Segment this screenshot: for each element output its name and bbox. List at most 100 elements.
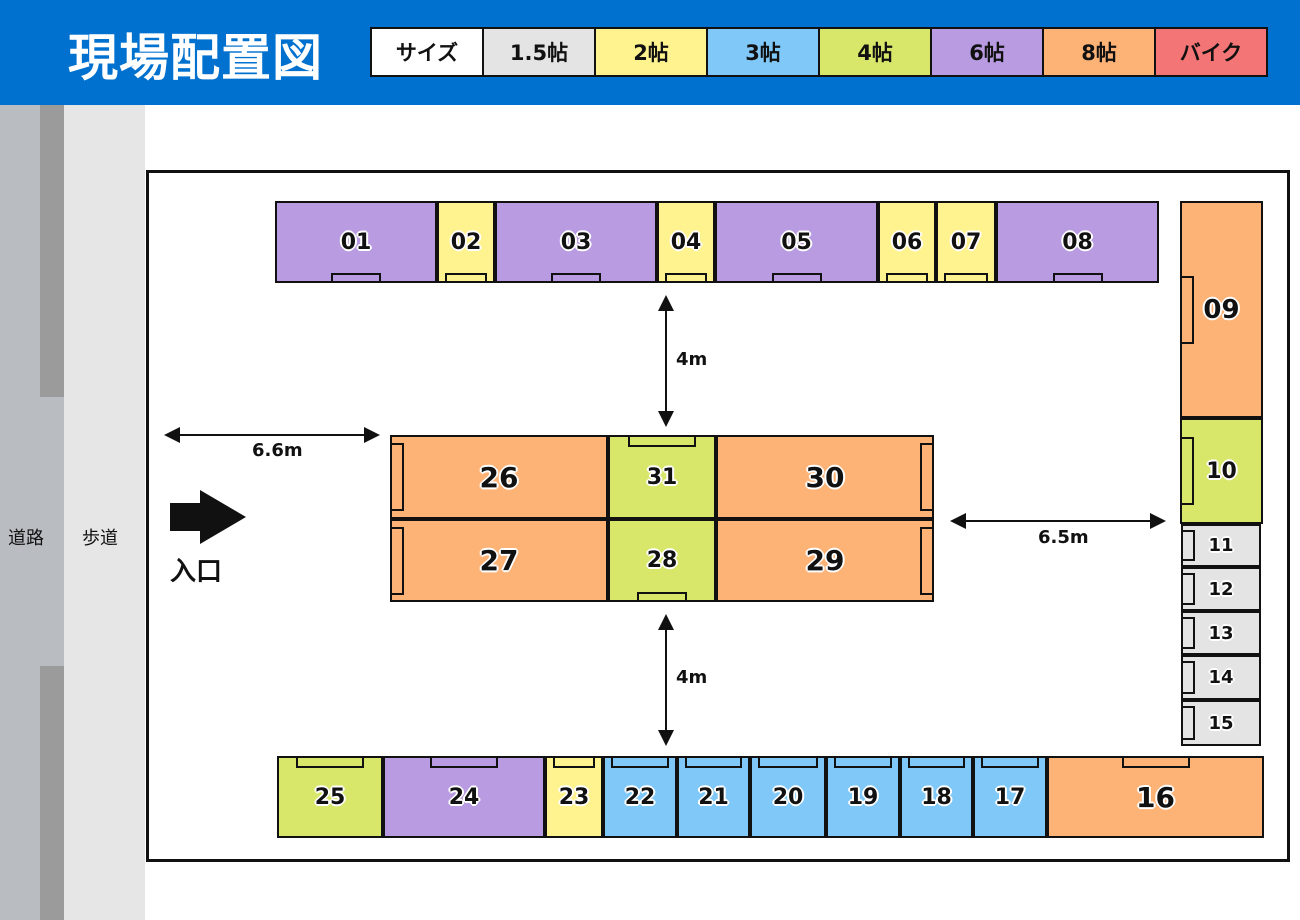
unit-number: 15: [1208, 712, 1234, 734]
unit-number: 14: [1208, 667, 1234, 688]
door-marker: [886, 273, 928, 283]
unit-number: 06: [891, 229, 923, 255]
unit-number: 16: [1136, 780, 1175, 814]
unit-number: 08: [1062, 229, 1093, 255]
unit-06[interactable]: 06: [878, 201, 936, 283]
unit-number: 13: [1208, 622, 1234, 644]
legend-item: 1.5帖: [484, 29, 596, 75]
unit-number: 20: [772, 784, 804, 810]
sidewalk: [64, 105, 145, 920]
entrance-label: 入口: [170, 557, 223, 587]
curb: [40, 666, 64, 920]
unit-14[interactable]: 14: [1181, 655, 1261, 700]
unit-25[interactable]: 25: [277, 756, 383, 838]
door-marker: [1181, 706, 1195, 740]
door-marker: [331, 273, 381, 283]
unit-07[interactable]: 07: [936, 201, 996, 283]
door-marker: [981, 756, 1039, 768]
door-marker: [771, 273, 822, 283]
door-marker: [390, 443, 404, 511]
unit-number: 23: [558, 784, 590, 810]
unit-19[interactable]: 19: [826, 756, 900, 838]
unit-number: 22: [624, 784, 656, 810]
legend-item: サイズ: [372, 29, 484, 75]
door-marker: [1181, 661, 1195, 694]
unit-number: 09: [1203, 294, 1240, 325]
unit-number: 07: [950, 229, 982, 255]
door-marker: [1181, 617, 1195, 649]
unit-number: 18: [921, 784, 952, 810]
unit-05[interactable]: 05: [715, 201, 878, 283]
door-marker: [445, 273, 487, 283]
unit-number: 27: [479, 544, 519, 577]
legend-item: バイク: [1156, 29, 1266, 75]
unit-03[interactable]: 03: [495, 201, 657, 283]
door-marker: [685, 756, 742, 768]
door-marker: [611, 756, 669, 768]
unit-number: 04: [670, 229, 702, 255]
door-marker: [1180, 275, 1194, 344]
bottom-gap-label: 4m: [676, 667, 708, 688]
unit-number: 26: [479, 460, 519, 494]
unit-02[interactable]: 02: [437, 201, 495, 283]
door-marker: [920, 443, 934, 511]
unit-10[interactable]: 10: [1180, 418, 1263, 524]
door-marker: [390, 526, 404, 595]
unit-number: 21: [698, 784, 729, 810]
unit-number: 28: [646, 548, 678, 573]
door-marker: [1052, 273, 1103, 283]
unit-16[interactable]: 16: [1047, 756, 1264, 838]
unit-09[interactable]: 09: [1180, 201, 1263, 418]
legend-item: 4帖: [820, 29, 932, 75]
door-marker: [551, 273, 601, 283]
unit-21[interactable]: 21: [677, 756, 750, 838]
unit-20[interactable]: 20: [750, 756, 826, 838]
unit-30[interactable]: 30: [716, 435, 934, 519]
unit-13[interactable]: 13: [1181, 611, 1261, 655]
door-marker: [908, 756, 965, 768]
unit-04[interactable]: 04: [657, 201, 715, 283]
door-marker: [296, 756, 364, 768]
unit-number: 25: [314, 784, 346, 810]
unit-08[interactable]: 08: [996, 201, 1159, 283]
legend-item: 6帖: [932, 29, 1044, 75]
unit-number: 19: [847, 784, 879, 810]
unit-number: 30: [805, 460, 845, 494]
site-boundary: [146, 170, 1290, 862]
unit-number: 03: [560, 229, 592, 255]
unit-number: 11: [1208, 535, 1234, 556]
unit-number: 29: [805, 544, 845, 577]
unit-number: 01: [340, 229, 372, 255]
right-gap-label: 6.5m: [1038, 527, 1089, 548]
unit-28[interactable]: 28: [608, 519, 716, 602]
door-marker: [637, 592, 687, 602]
legend-item: 3帖: [708, 29, 820, 75]
road-label: 道路: [8, 528, 44, 549]
curb: [40, 105, 64, 397]
unit-number: 12: [1208, 578, 1234, 600]
unit-22[interactable]: 22: [603, 756, 677, 838]
unit-12[interactable]: 12: [1181, 567, 1261, 611]
unit-17[interactable]: 17: [973, 756, 1047, 838]
unit-01[interactable]: 01: [275, 201, 437, 283]
unit-31[interactable]: 31: [608, 435, 716, 519]
unit-29[interactable]: 29: [716, 519, 934, 602]
unit-number: 02: [450, 229, 482, 255]
door-marker: [628, 435, 696, 447]
door-marker: [553, 756, 595, 768]
unit-27[interactable]: 27: [390, 519, 608, 602]
unit-24[interactable]: 24: [383, 756, 545, 838]
unit-15[interactable]: 15: [1181, 700, 1261, 746]
unit-18[interactable]: 18: [900, 756, 973, 838]
unit-23[interactable]: 23: [545, 756, 603, 838]
unit-number: 24: [448, 784, 480, 810]
unit-11[interactable]: 11: [1181, 524, 1261, 567]
legend-item: 8帖: [1044, 29, 1156, 75]
door-marker: [665, 273, 707, 283]
door-marker: [430, 756, 498, 768]
entrance-arrow-icon: [170, 490, 246, 544]
unit-26[interactable]: 26: [390, 435, 608, 519]
